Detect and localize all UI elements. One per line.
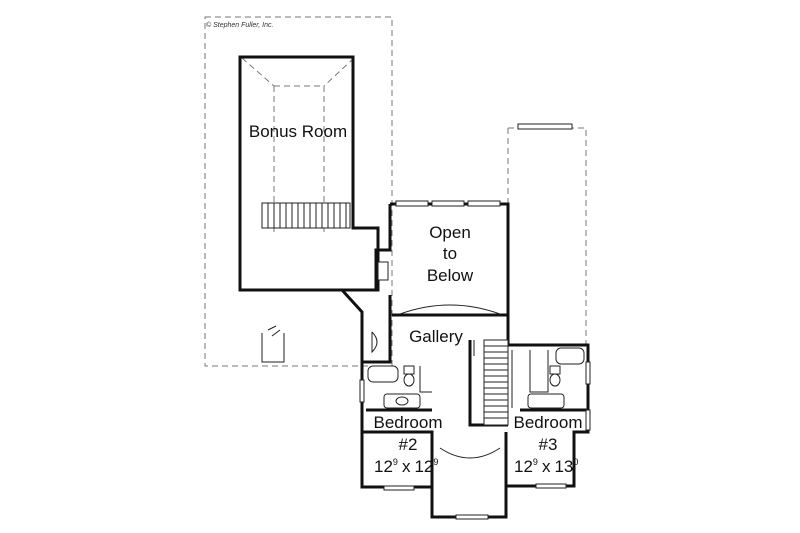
open-label-3: Below [427,266,474,285]
hall-arch [439,447,501,459]
closet-shelves [377,261,389,281]
bonus-room-label: Bonus Room [249,122,347,141]
copyright-text: © Stephen Fuller, Inc. [206,21,273,29]
chimney [261,325,285,363]
bedroom-2-number: #2 [399,435,418,454]
open-label-1: Open [429,223,471,242]
windows [359,123,591,520]
bath-2 [367,331,432,409]
bonus-room: Bonus Room [238,55,380,292]
bedroom-2-label: Bedroom [374,413,443,432]
main-stair [473,339,509,426]
bedroom-3-label: Bedroom [514,413,583,432]
attic-stair [261,202,351,229]
gallery-arch [399,304,501,315]
upper-floor-walls [340,202,590,519]
bedroom-3-number: #3 [539,435,558,454]
open-label-2: to [443,244,457,263]
bath-3 [511,347,585,409]
gallery-label: Gallery [409,327,463,346]
